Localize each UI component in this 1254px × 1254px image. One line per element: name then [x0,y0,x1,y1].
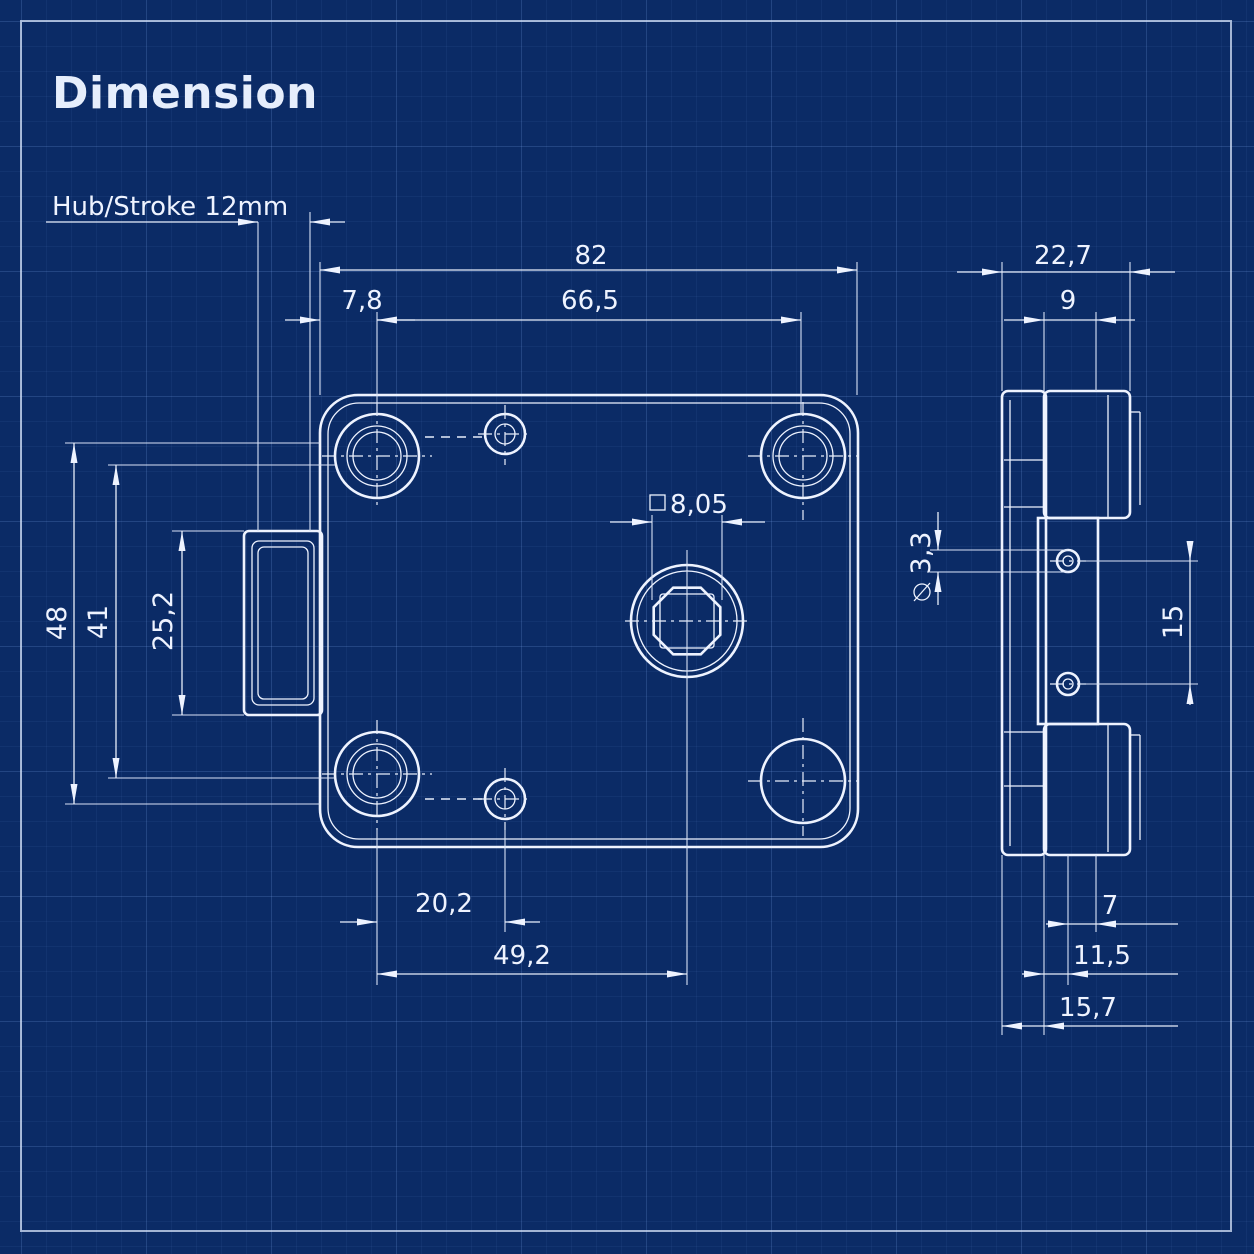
dim-side-15-7: 15,7 [1059,993,1117,1023]
dim-bolt-height: 25,2 [148,591,179,651]
dim-side-body: 9 [1060,286,1077,316]
front-dimensions: Hub/Stroke 12mm 82 7,8 66,5 48 4 [42,192,858,985]
dim-side-11-5: 11,5 [1073,941,1131,971]
dim-screw-spacing: 15 [1158,605,1189,639]
side-dimensions: 22,7 9 3,3 15 [906,241,1198,1035]
front-view [242,393,860,985]
side-case-right [1042,389,1132,520]
side-cover-plate [1036,516,1100,726]
page-title: Dimension [52,68,318,119]
dim-side-depth: 22,7 [1034,241,1092,271]
dim-screw-diameter: 3,3 [906,532,937,575]
lock-body-outline [318,393,860,849]
dim-hole-offset: 7,8 [341,286,382,316]
bolt-inner-outline [251,540,315,706]
square-symbol-icon [649,494,666,511]
side-case-left [1000,389,1048,857]
dim-square-size: 8,05 [670,490,728,520]
diameter-symbol-icon [913,582,931,602]
dim-side-7: 7 [1102,891,1119,921]
screw-hole-top [478,405,532,465]
stroke-label: Hub/Stroke 12mm [52,192,288,222]
mounting-hole-top-right [748,402,858,520]
screw-hole-bottom [478,768,532,830]
dim-hole-height: 41 [83,605,114,639]
bolt-inner-outline-2 [257,546,309,700]
side-case-right-bottom [1042,722,1132,857]
side-view [1000,389,1141,857]
lock-body-inner-outline [327,402,851,840]
dim-width-total: 82 [574,241,607,271]
mounting-hole-top-left [322,402,432,510]
mounting-hole-bottom-left [322,720,432,830]
bolt-outline [242,529,324,717]
dim-small-hole-offset: 20,2 [415,889,473,919]
drawing-frame [20,20,1232,1232]
dim-spindle-offset: 49,2 [493,941,551,971]
dim-hole-spacing: 66,5 [561,286,619,316]
mounting-hole-bottom-right [748,718,858,836]
spindle-hub [625,550,750,985]
dim-height-total: 48 [42,606,73,640]
